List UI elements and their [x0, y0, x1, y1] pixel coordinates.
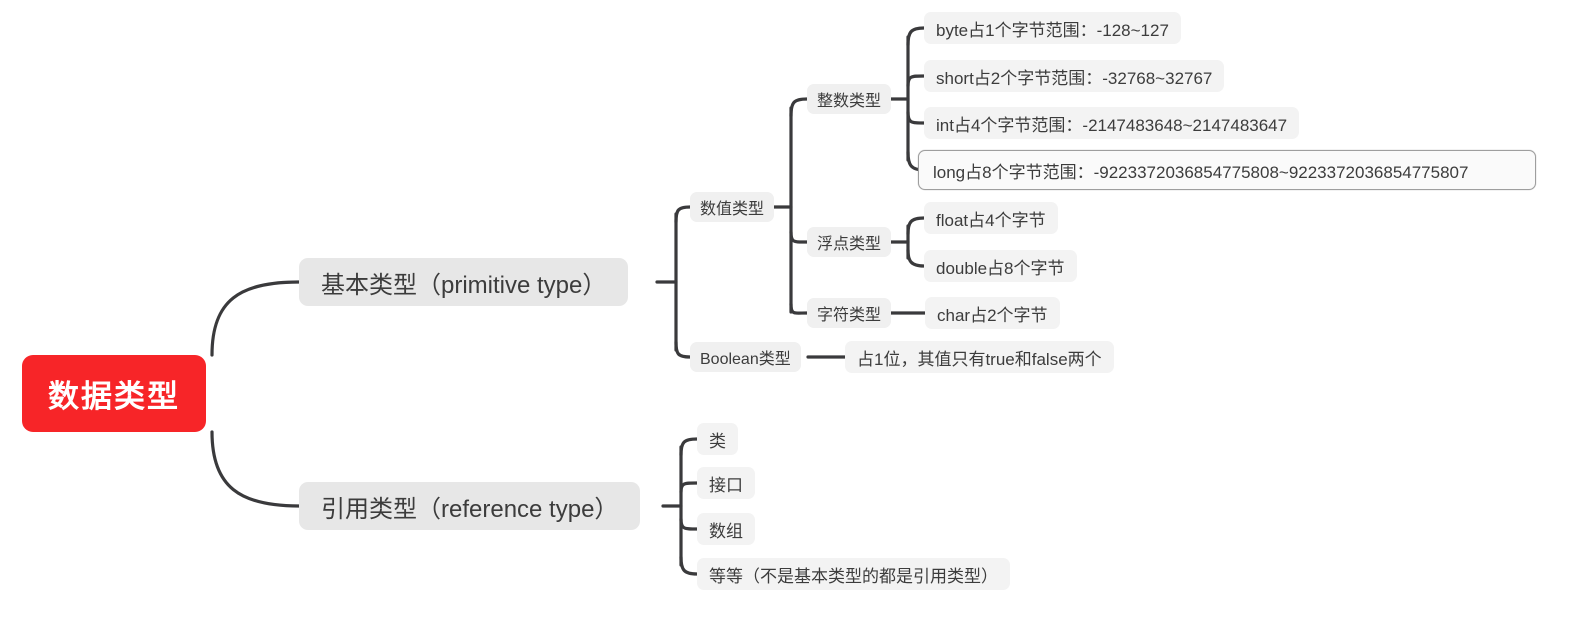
leaf-node-interface[interactable]: 接口 [697, 467, 755, 499]
edge-reference-to-class [679, 437, 699, 457]
edge-reference-to-interface [679, 481, 699, 494]
leaf-node-class-label: 类 [709, 431, 726, 451]
edge-float-to-float [906, 216, 926, 236]
branch-node-primitive[interactable]: 基本类型（primitive type） [299, 258, 629, 306]
leaf-node-byte-label: byte占1个字节范围：-128~127 [936, 20, 1169, 40]
edge-primitive-to-numeric [674, 205, 692, 224]
branch-node-primitive-label: 基本类型（primitive type） [321, 271, 607, 299]
leaf-node-int-label: int占4个字节范围：-2147483648~2147483647 [936, 115, 1288, 135]
sub-node-boolean-label: Boolean类型 [700, 351, 791, 368]
sub-node-character-label: 字符类型 [817, 307, 882, 324]
leaf-node-boolean-detail[interactable]: 占1位，其值只有true和false两个 [845, 341, 1114, 373]
edge-integer-to-byte [906, 26, 926, 47]
sub-node-floating-label: 浮点类型 [817, 236, 882, 253]
sub-node-boolean[interactable]: Boolean类型 [690, 342, 801, 372]
branch-node-reference[interactable]: 引用类型（reference type） [299, 482, 641, 530]
leaf-node-long-label: long占8个字节范围：-9223372036854775808~9223372… [933, 162, 1469, 182]
leaf-node-etc[interactable]: 等等（不是基本类型的都是引用类型） [697, 558, 1010, 590]
edge-integer-to-short [906, 74, 926, 88]
leaf-node-boolean-detail-label: 占1位，其值只有true和false两个 [857, 349, 1102, 369]
leaf-node-array-label: 数组 [709, 521, 743, 541]
leaf-node-short-label: short占2个字节范围：-32768~32767 [936, 68, 1213, 88]
edge-integer-to-int [906, 110, 926, 125]
leaf-node-char[interactable]: char占2个字节 [925, 297, 1060, 329]
leaf-node-short[interactable]: short占2个字节范围：-32768~32767 [924, 60, 1225, 92]
sub-node-integer-label: 整数类型 [817, 93, 882, 110]
sub-node-character[interactable]: 字符类型 [807, 298, 892, 328]
leaf-node-etc-label: 等等（不是基本类型的都是引用类型） [709, 566, 998, 586]
leaf-node-interface-label: 接口 [709, 475, 743, 495]
edge-reference-to-array [679, 517, 699, 531]
leaf-node-double[interactable]: double占8个字节 [924, 250, 1077, 282]
edge-reference-to-etc [679, 555, 699, 576]
edge-root-reference [210, 430, 301, 508]
leaf-node-byte[interactable]: byte占1个字节范围：-128~127 [924, 12, 1181, 44]
leaf-node-double-label: double占8个字节 [936, 258, 1065, 278]
edge-numeric-to-float [789, 230, 809, 244]
root-node-label: 数据类型 [48, 379, 180, 414]
leaf-node-int[interactable]: int占4个字节范围：-2147483648~2147483647 [924, 107, 1300, 139]
leaf-node-class[interactable]: 类 [697, 423, 738, 455]
root-node[interactable]: 数据类型 [22, 355, 206, 432]
sub-node-floating[interactable]: 浮点类型 [807, 227, 892, 257]
edge-float-to-double [906, 248, 926, 268]
sub-node-numeric-label: 数值类型 [700, 201, 765, 218]
leaf-node-long[interactable]: long占8个字节范围：-9223372036854775808~9223372… [918, 150, 1536, 190]
branch-node-reference-label: 引用类型（reference type） [321, 495, 619, 523]
leaf-node-array[interactable]: 数组 [697, 513, 755, 545]
edge-root-primitive [210, 280, 301, 357]
leaf-node-char-label: char占2个字节 [937, 305, 1048, 325]
edge-primitive-to-boolean [674, 340, 692, 359]
sub-node-numeric[interactable]: 数值类型 [690, 192, 775, 222]
leaf-node-float[interactable]: float占4个字节 [924, 202, 1058, 234]
leaf-node-float-label: float占4个字节 [936, 210, 1046, 230]
edge-numeric-to-integer [789, 97, 809, 118]
edge-numeric-to-char [789, 302, 809, 315]
sub-node-integer[interactable]: 整数类型 [807, 84, 892, 114]
